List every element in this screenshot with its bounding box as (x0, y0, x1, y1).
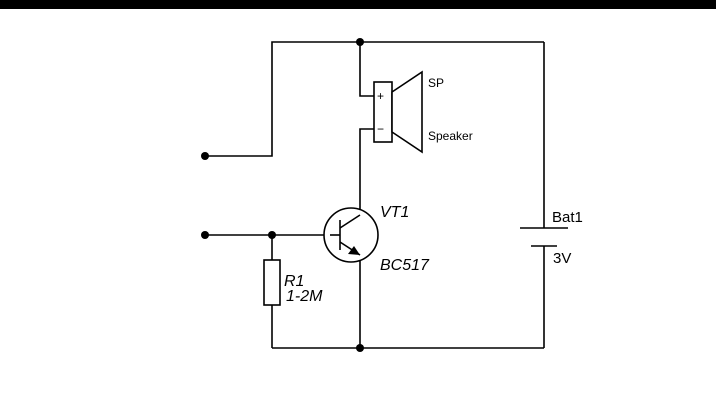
transistor-collector-lead (339, 214, 361, 229)
transistor: VT1 BC517 (323, 204, 430, 274)
junction-top (356, 38, 364, 46)
battery: Bat1 3V (520, 209, 583, 267)
resistor-value-label: 1-2M (286, 288, 323, 305)
battery-value-label: 3V (553, 250, 571, 267)
speaker-minus-label: − (377, 122, 384, 136)
speaker-ref-label: SP (428, 76, 444, 90)
wire-input-top (205, 41, 360, 157)
junctions (201, 38, 364, 352)
transistor-body (323, 207, 379, 263)
resistor: R1 1-2M (263, 259, 323, 306)
speaker: + − SP Speaker (373, 70, 473, 154)
junction-base (268, 231, 276, 239)
terminal-input-base (201, 231, 209, 239)
speaker-cone (391, 70, 423, 154)
transistor-part-label: BC517 (380, 257, 430, 274)
resistor-ref-label: R1 (284, 273, 304, 290)
wire-speaker-minus (359, 128, 374, 215)
junction-bottom (356, 344, 364, 352)
top-border (0, 0, 716, 9)
wires (205, 41, 545, 349)
transistor-ref-label: VT1 (380, 204, 409, 221)
transistor-emitter-arrow (348, 246, 360, 255)
battery-ref-label: Bat1 (552, 209, 583, 226)
terminal-input-top (201, 152, 209, 160)
speaker-plus-label: + (377, 89, 384, 103)
wire-speaker-plus (359, 42, 374, 97)
speaker-name-label: Speaker (428, 129, 473, 143)
resistor-body (263, 259, 281, 306)
